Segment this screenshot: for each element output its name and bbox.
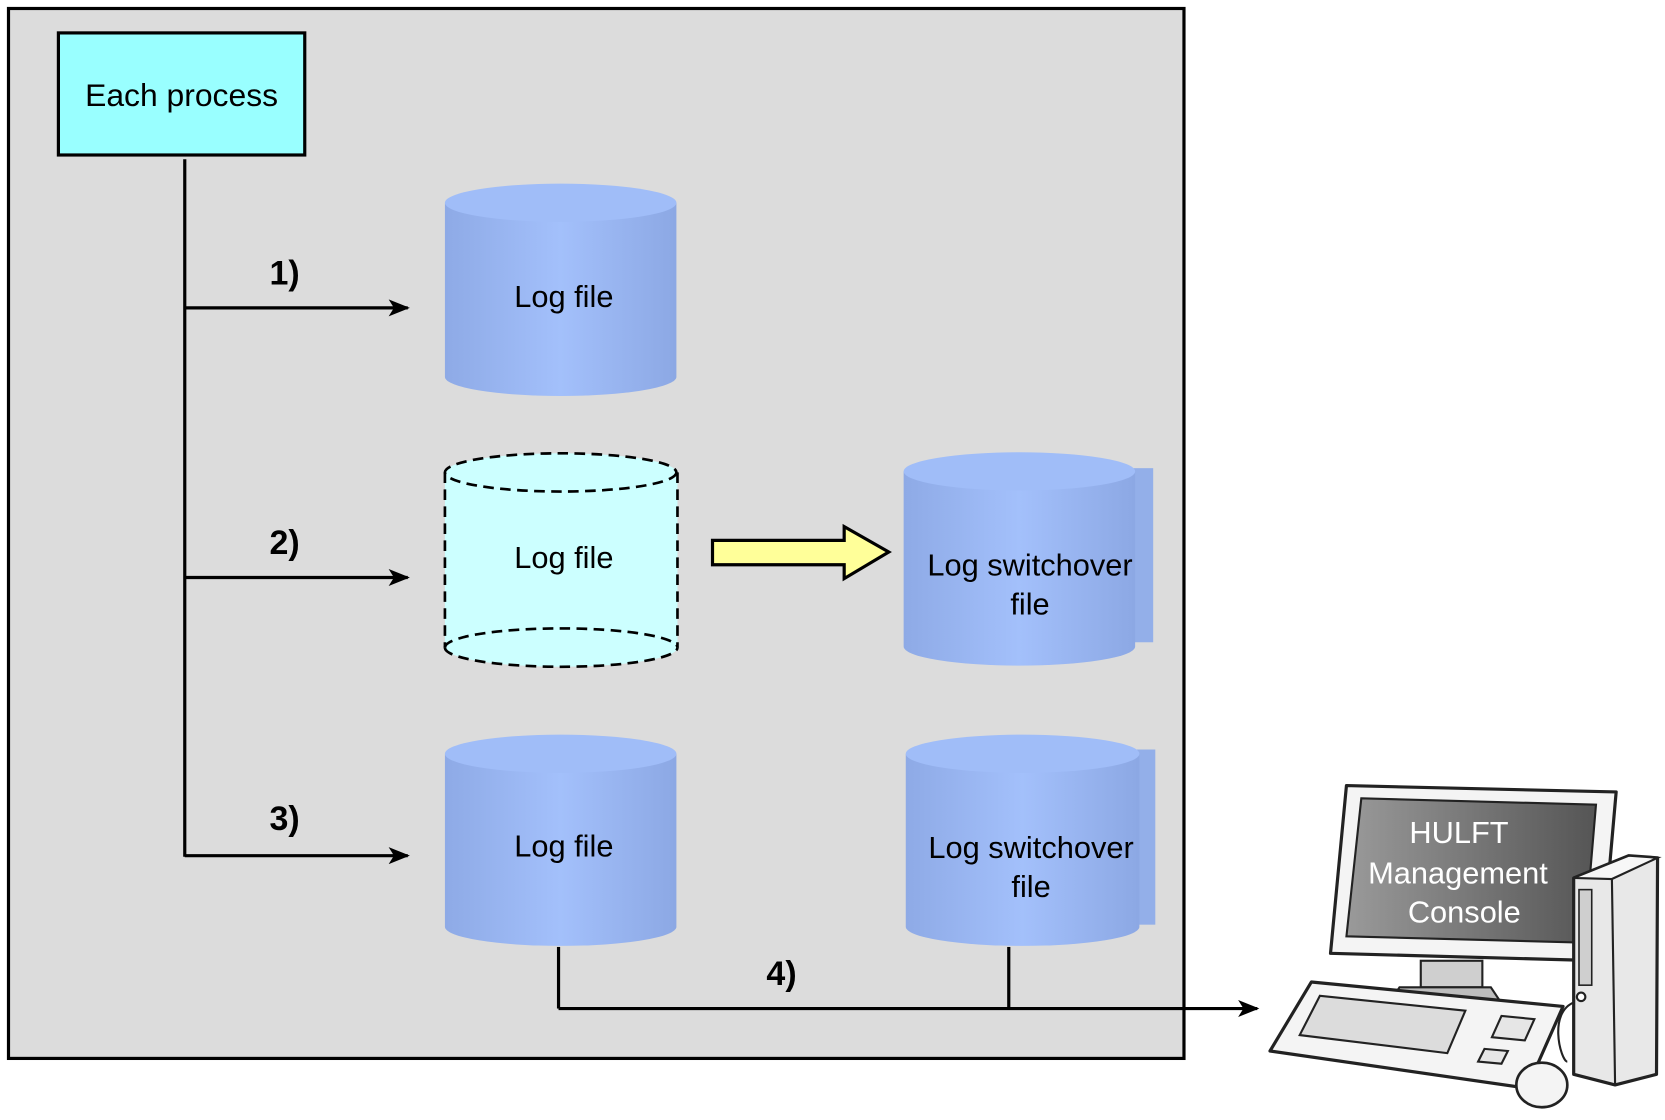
tower-icon <box>1572 854 1662 1087</box>
process-box: Each process <box>56 31 307 157</box>
switchover-file-cylinder-2: Log switchover file <box>903 452 1154 666</box>
log-file-1-label: Log file <box>514 279 613 314</box>
log-file-cylinder-3: Log file <box>444 734 677 946</box>
mouse-icon <box>1557 1000 1579 1063</box>
switchover-2-line1: Log switchover <box>927 547 1132 582</box>
step-3-label: 3) <box>269 800 299 838</box>
step-1-label: 1) <box>269 255 299 293</box>
process-label: Each process <box>85 77 278 113</box>
console-line2: Management <box>1368 855 1548 890</box>
step-2-label: 2) <box>269 524 299 562</box>
switchover-arrow-icon <box>710 523 892 582</box>
switchover-file-cylinder-3: Log switchover file <box>905 734 1156 946</box>
step-4-label: 4) <box>766 955 796 993</box>
computer-icon: HULFT Management Console <box>1268 784 1662 1109</box>
switchover-3-line2: file <box>1011 869 1050 904</box>
console-line1: HULFT <box>1409 815 1508 850</box>
switchover-2-line2: file <box>1010 587 1049 622</box>
switchover-3-line1: Log switchover <box>928 830 1133 865</box>
log-file-cylinder-1: Log file <box>444 183 677 396</box>
log-file-2-label: Log file <box>514 540 613 575</box>
console-line3: Console <box>1408 895 1521 930</box>
log-file-3-label: Log file <box>514 829 613 864</box>
log-file-cylinder-2-dashed: Log file <box>443 451 679 669</box>
